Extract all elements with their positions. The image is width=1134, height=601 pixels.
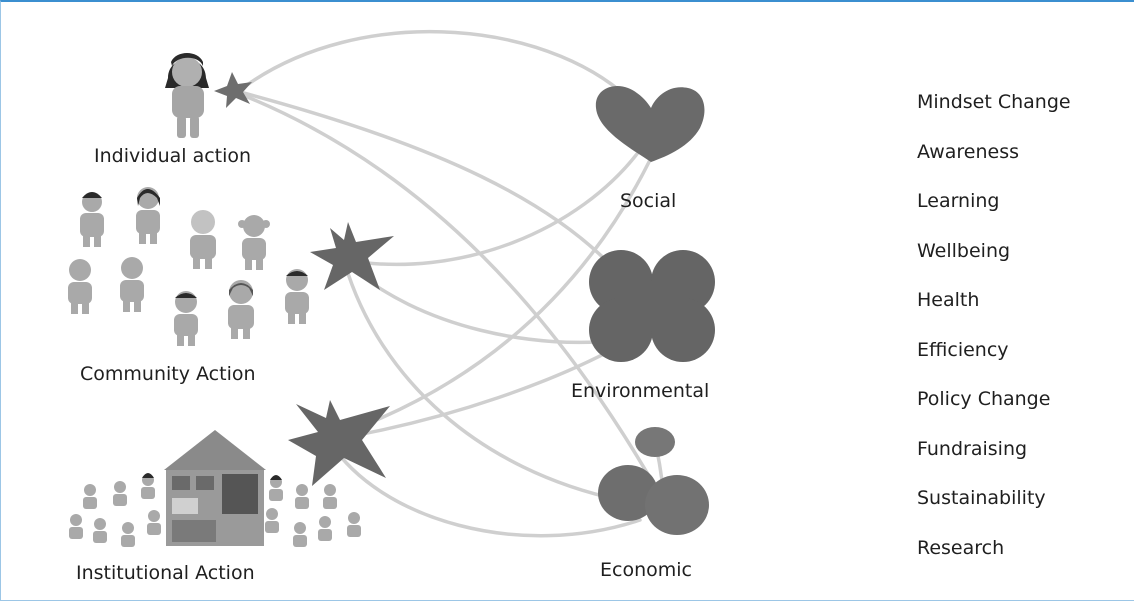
outcome-item: Policy Change xyxy=(917,388,1051,410)
heart-icon xyxy=(595,86,705,162)
arc-institutional-economic xyxy=(328,440,642,538)
community-person-9 xyxy=(285,269,309,324)
outcome-item: Awareness xyxy=(917,141,1020,163)
community-person-5 xyxy=(68,259,92,314)
clover-icon xyxy=(589,250,715,362)
community-star-icon xyxy=(310,222,394,290)
institution-people-icons xyxy=(69,473,361,547)
outcome-item: Wellbeing xyxy=(917,240,1011,262)
individual-action-label: Individual action xyxy=(94,145,252,167)
community-person-7 xyxy=(174,291,198,346)
outcome-item: Mindset Change xyxy=(917,91,1071,113)
arc-institutional-social xyxy=(328,158,652,440)
arc-institutional-environmental xyxy=(328,338,632,442)
institutional-star-icon xyxy=(288,400,390,486)
outcome-item: Health xyxy=(917,289,980,311)
community-person-4 xyxy=(238,215,270,270)
individual-star-icon xyxy=(214,72,252,108)
outcome-item: Sustainability xyxy=(917,487,1046,509)
institutional-action-label: Institutional Action xyxy=(76,562,255,584)
community-person-6 xyxy=(120,257,144,312)
coins-icon xyxy=(598,427,709,535)
community-person-3 xyxy=(190,210,216,269)
institution-building-icon xyxy=(164,430,266,546)
outcome-item: Learning xyxy=(917,190,1000,212)
individual-person-icon xyxy=(165,53,209,138)
community-person-8 xyxy=(228,280,254,339)
arc-community-social xyxy=(343,148,642,267)
outcome-item: Efficiency xyxy=(917,339,1009,361)
community-action-label: Community Action xyxy=(80,363,256,385)
social-label: Social xyxy=(620,190,677,212)
arc-community-environmental xyxy=(343,260,622,345)
arc-individual-social xyxy=(238,29,642,112)
outcome-item: Fundraising xyxy=(917,438,1028,460)
arc-individual-economic xyxy=(238,92,662,497)
outcome-item: Research xyxy=(917,537,1005,559)
community-person-2 xyxy=(136,187,160,244)
community-person-1 xyxy=(80,192,104,247)
community-people-icons xyxy=(68,187,309,346)
environmental-label: Environmental xyxy=(571,380,710,402)
economic-label: Economic xyxy=(600,559,692,581)
